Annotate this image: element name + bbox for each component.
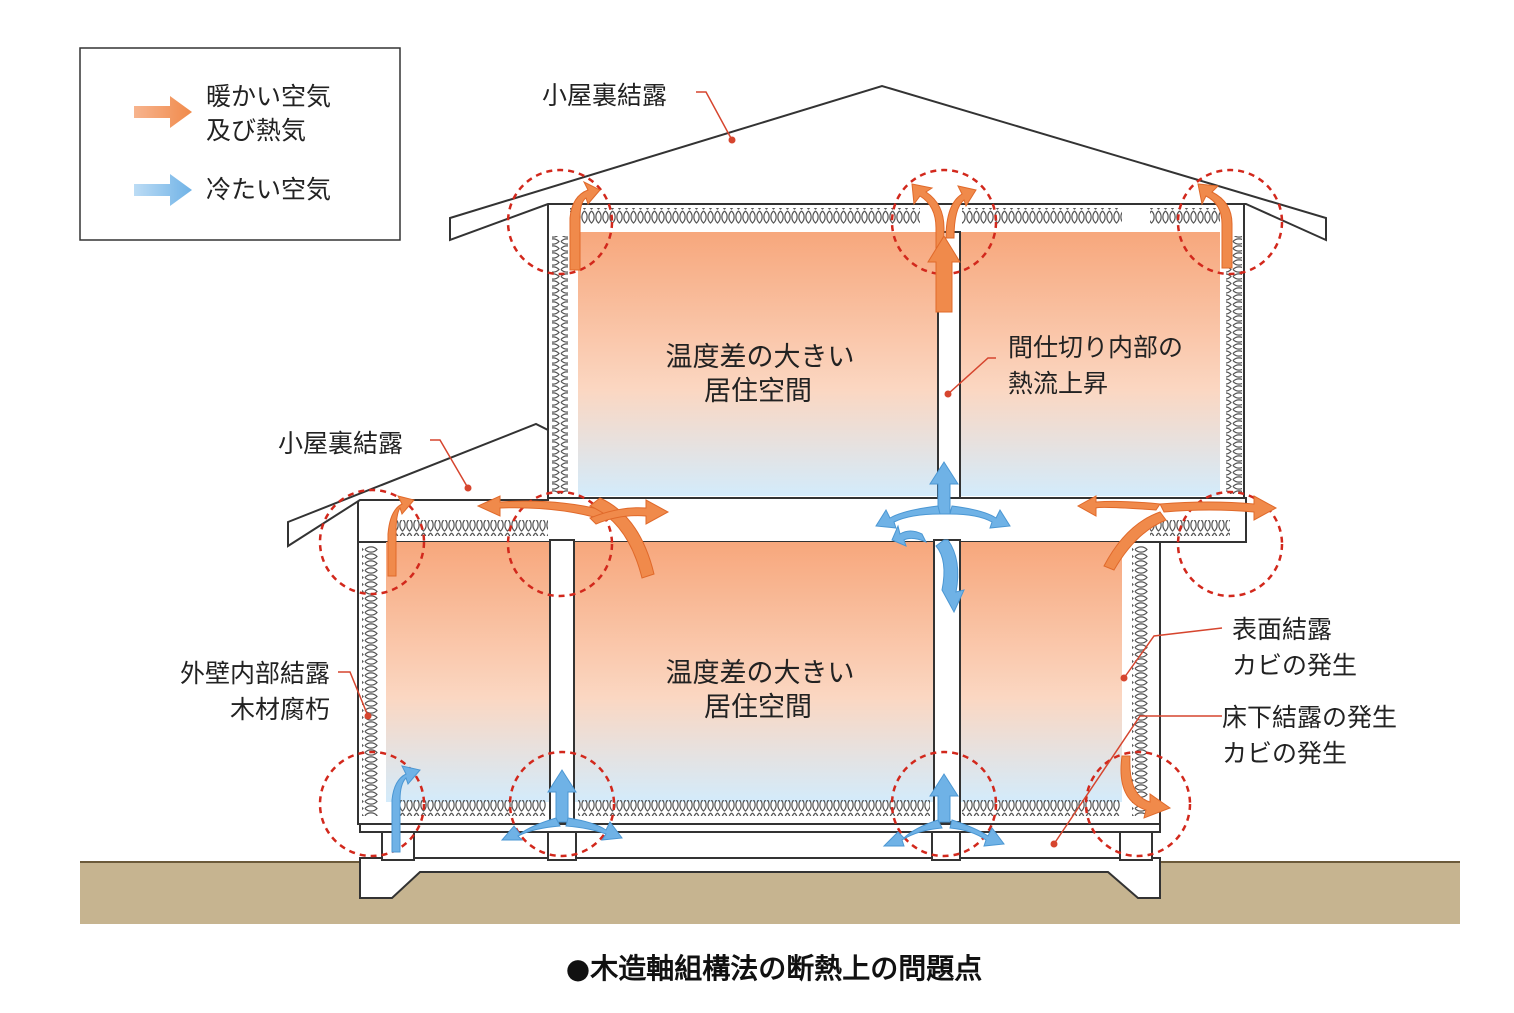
warm-arrow: [476, 495, 611, 521]
insulation: [390, 520, 548, 536]
cold-arrow: [547, 769, 577, 823]
underfloor-condensation-label-line2: カビの発生: [1222, 739, 1347, 768]
upper-room-label-line1: 温度差の大きい: [666, 342, 855, 373]
main-roof: [449, 84, 1327, 242]
lower-room-right: [960, 542, 1122, 802]
problem-ring: [1084, 750, 1192, 858]
warm-arrow: [569, 180, 601, 271]
leader-line: [1123, 627, 1223, 679]
warm-arrow: [1120, 755, 1172, 819]
warm-arrow: [1076, 495, 1161, 517]
problem-ring: [318, 488, 426, 596]
leader-dot: [944, 390, 952, 398]
warm-air-arrows: [387, 180, 1278, 819]
problem-ring: [508, 750, 616, 858]
upper-room-left: [578, 232, 940, 496]
insulation: [962, 800, 1120, 816]
warm-air-legend-arrow: [134, 96, 192, 128]
warm-arrow: [945, 185, 977, 239]
warm-arrow: [387, 495, 415, 577]
insulation: [578, 800, 930, 816]
insulation: [1150, 208, 1220, 224]
legend-warm-label-line1: 暖かい空気: [206, 82, 331, 111]
leader-dot: [1050, 840, 1058, 848]
surface-condensation-label-line1: 表面結露: [1232, 615, 1332, 644]
leader-line: [430, 439, 469, 489]
leader-line: [947, 357, 996, 395]
lower-roof: [287, 422, 549, 548]
cold-arrow: [565, 817, 623, 841]
leader-line: [338, 671, 369, 717]
partition-heat-label-line1: 間仕切り内部の: [1008, 333, 1183, 362]
insulation: [962, 208, 1122, 224]
attic-condensation-left-label: 小屋裏結露: [278, 429, 403, 458]
warm-arrow: [911, 183, 945, 267]
warm-arrow: [589, 497, 655, 579]
upper-room-label-line2: 居住空間: [704, 376, 812, 407]
problem-ring: [1176, 168, 1284, 276]
cold-arrow: [500, 817, 561, 841]
lower-room-label-line2: 居住空間: [704, 692, 812, 723]
insulation: [1132, 546, 1148, 816]
partition-heat-label-line2: 熱流上昇: [1008, 369, 1108, 398]
lower-room-center: [574, 542, 934, 802]
footing-block: [1119, 829, 1153, 861]
insulation: [1226, 236, 1242, 494]
problem-ring: [890, 750, 998, 858]
cold-arrow: [949, 819, 1005, 847]
cold-air-legend-arrow: [134, 174, 192, 206]
cold-arrow: [891, 524, 928, 547]
leader-dot: [464, 484, 472, 492]
diagram-caption: ●木造軸組構法の断熱上の問題点: [566, 952, 982, 985]
cold-air-arrows: [391, 461, 1011, 853]
warm-arrow: [1197, 183, 1233, 269]
cold-arrow: [875, 505, 941, 529]
exterior-wall-label-line2: 木材腐朽: [230, 695, 330, 724]
leader-dot: [364, 712, 372, 720]
legend-box: [79, 47, 401, 241]
insulation: [362, 546, 378, 816]
insulation: [1150, 520, 1230, 536]
legend-warm-label-line2: 及び熱気: [206, 116, 306, 145]
legend-cold-label: 冷たい空気: [206, 175, 331, 204]
problem-ring: [506, 168, 614, 276]
cold-arrow: [391, 765, 421, 853]
warm-arrow: [927, 235, 961, 313]
lower-room-left: [386, 542, 550, 802]
cold-arrow: [949, 505, 1011, 529]
leader-line: [1053, 715, 1222, 845]
leader-dot: [1120, 674, 1128, 682]
insulation: [396, 800, 546, 816]
leader-line: [696, 91, 733, 141]
cold-arrow: [882, 819, 943, 847]
cold-arrow: [929, 773, 959, 823]
foundation: [359, 857, 1161, 899]
attic-condensation-top-label: 小屋裏結露: [542, 81, 667, 110]
lower-room-label-line1: 温度差の大きい: [666, 658, 855, 689]
leader-lines: [338, 91, 1223, 848]
cold-arrow: [929, 461, 959, 515]
problem-ring: [1176, 490, 1284, 598]
insulation: [570, 208, 920, 224]
cold-arrow: [935, 539, 965, 614]
surface-condensation-label-line2: カビの発生: [1232, 651, 1357, 680]
warm-arrow: [1103, 511, 1167, 571]
insulation: [552, 236, 568, 494]
problem-ring: [506, 490, 614, 598]
warm-arrow: [1159, 495, 1278, 521]
problem-ring: [318, 750, 426, 858]
warm-arrow: [589, 499, 670, 525]
underfloor-condensation-label-line1: 床下結露の発生: [1222, 703, 1397, 732]
leader-dot: [728, 136, 736, 144]
upper-room-right: [960, 232, 1220, 496]
exterior-wall-label-line1: 外壁内部結露: [180, 659, 330, 688]
